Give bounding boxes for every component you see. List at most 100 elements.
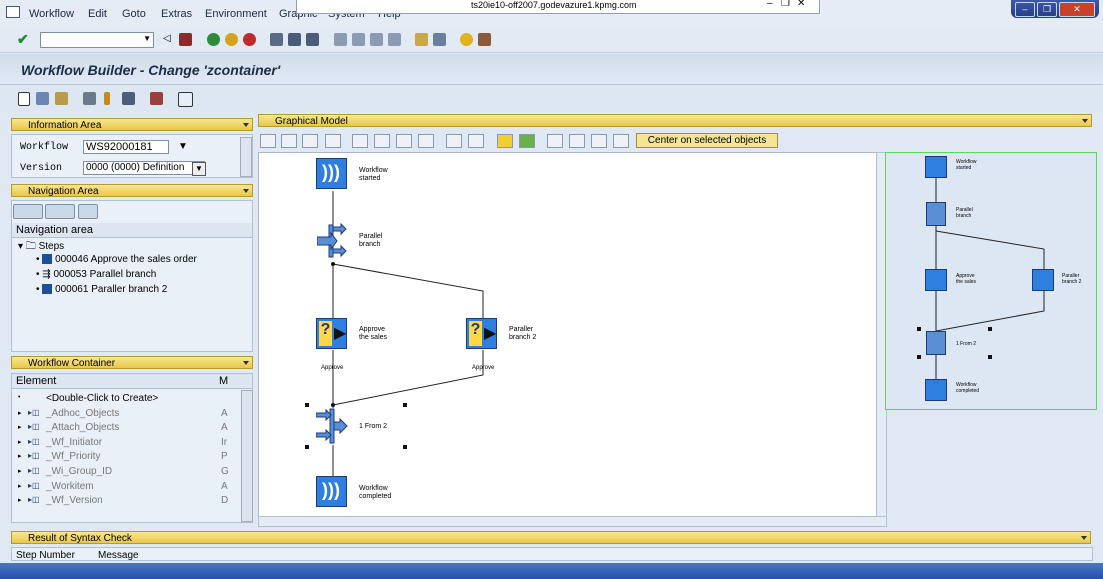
restore-icon[interactable]: ❐ bbox=[781, 0, 790, 9]
close-icon[interactable]: ✕ bbox=[1059, 2, 1095, 17]
restore-icon[interactable]: ❐ bbox=[1037, 2, 1057, 17]
paraller-branch-2-node[interactable]: ? ▶ bbox=[466, 318, 497, 349]
menu-extras[interactable]: Extras bbox=[161, 8, 193, 20]
delete-icon[interactable] bbox=[325, 134, 341, 148]
back-icon[interactable] bbox=[207, 33, 220, 46]
command-field[interactable]: ▼ bbox=[40, 32, 154, 48]
syntax-check-header[interactable]: Result of Syntax Check bbox=[11, 531, 1091, 544]
next-page-icon[interactable] bbox=[370, 33, 383, 46]
navigator-icon[interactable] bbox=[613, 134, 629, 148]
undo-icon[interactable] bbox=[446, 134, 462, 148]
check-icon[interactable] bbox=[497, 134, 513, 148]
arrow-right-icon[interactable] bbox=[45, 204, 75, 219]
zoom-out-icon[interactable] bbox=[591, 134, 607, 148]
edit-pencil-icon[interactable] bbox=[281, 134, 297, 148]
expand-arrow-icon[interactable]: ▸ bbox=[18, 497, 22, 505]
collapse-arrow-icon[interactable] bbox=[243, 123, 249, 127]
expand-arrow-icon[interactable]: ▸ bbox=[18, 482, 22, 490]
workflow-field[interactable]: WS92000181 bbox=[83, 140, 169, 154]
chevron-down-icon[interactable]: ▼ bbox=[192, 162, 206, 176]
scrollbar[interactable] bbox=[241, 390, 253, 522]
menu-workflow[interactable]: Workflow bbox=[29, 8, 75, 20]
sap-menu-icon[interactable] bbox=[6, 6, 20, 18]
list-item[interactable]: • 000061 Paraller branch 2 bbox=[36, 284, 168, 295]
version-select[interactable]: 0000 (0000) Definition bbox=[83, 161, 205, 175]
new-session-icon[interactable] bbox=[415, 33, 428, 46]
close-icon[interactable]: ✕ bbox=[797, 0, 806, 9]
enter-check-icon[interactable]: ✔ bbox=[17, 31, 29, 47]
expand-arrow-icon[interactable]: ▸ bbox=[18, 438, 22, 446]
center-selected-button[interactable]: Center on selected objects bbox=[636, 133, 778, 148]
edit-pencil-icon[interactable] bbox=[55, 92, 68, 105]
parallel-branch-node[interactable] bbox=[316, 222, 347, 259]
new-icon[interactable] bbox=[260, 134, 276, 148]
new-document-icon[interactable] bbox=[18, 92, 30, 106]
list-item[interactable]: • ⇶ 000053 Parallel branch bbox=[36, 269, 157, 280]
overview-icon[interactable] bbox=[519, 134, 535, 148]
menu-environment[interactable]: Environment bbox=[205, 8, 267, 20]
arrow-left-icon[interactable] bbox=[13, 204, 43, 219]
approve-sales-node[interactable]: ? ▶ bbox=[316, 318, 347, 349]
scrollbar[interactable] bbox=[240, 137, 252, 177]
menu-edit[interactable]: Edit bbox=[88, 8, 107, 20]
print-graph-icon[interactable] bbox=[150, 92, 163, 105]
print-icon[interactable] bbox=[270, 33, 283, 46]
overview-panel[interactable]: Workflow started Parallel branch Approve… bbox=[885, 152, 1097, 410]
find-next-icon[interactable] bbox=[306, 33, 319, 46]
graphical-model-header[interactable]: Graphical Model bbox=[258, 114, 1092, 127]
workflow-container-header[interactable]: Workflow Container bbox=[11, 356, 253, 369]
find-icon[interactable] bbox=[288, 33, 301, 46]
frame-icon[interactable] bbox=[178, 92, 193, 107]
last-page-icon[interactable] bbox=[388, 33, 401, 46]
workflow-completed-node[interactable]: ))) bbox=[316, 476, 347, 507]
menu-goto[interactable]: Goto bbox=[122, 8, 146, 20]
activate-icon[interactable] bbox=[122, 92, 135, 105]
hierarchy-icon[interactable] bbox=[36, 92, 49, 105]
first-page-icon[interactable] bbox=[334, 33, 347, 46]
collapse-arrow-icon[interactable] bbox=[243, 361, 249, 365]
layout-menu-icon[interactable] bbox=[478, 33, 491, 46]
info-icon[interactable] bbox=[104, 92, 110, 105]
chevron-down-icon[interactable]: ▼ bbox=[143, 34, 151, 43]
cancel-icon[interactable] bbox=[243, 33, 256, 46]
steps-root-node[interactable]: ▾ 🗀 Steps bbox=[18, 241, 65, 252]
help-icon[interactable] bbox=[460, 33, 473, 46]
tree-layout-icon[interactable] bbox=[78, 204, 98, 219]
expand-arrow-icon[interactable]: ▸ bbox=[18, 409, 22, 417]
minimize-icon[interactable]: – bbox=[1015, 2, 1035, 17]
collapse-arrow-icon[interactable] bbox=[243, 189, 249, 193]
back-triangle-icon[interactable]: ◁ bbox=[163, 33, 171, 44]
zoom-in-icon[interactable] bbox=[569, 134, 585, 148]
change-icon[interactable] bbox=[302, 134, 318, 148]
copy-icon[interactable] bbox=[374, 134, 390, 148]
join-node[interactable] bbox=[315, 407, 348, 445]
exit-icon[interactable] bbox=[225, 33, 238, 46]
previous-page-icon[interactable] bbox=[352, 33, 365, 46]
horizontal-scrollbar[interactable] bbox=[258, 516, 887, 527]
save-icon[interactable] bbox=[179, 33, 192, 46]
expand-arrow-icon[interactable]: ▸ bbox=[18, 453, 22, 461]
insert-icon[interactable] bbox=[418, 134, 434, 148]
shortcut-icon[interactable] bbox=[433, 33, 446, 46]
paste-icon[interactable] bbox=[396, 134, 412, 148]
print-icon[interactable] bbox=[547, 134, 563, 148]
collapse-arrow-icon[interactable] bbox=[1082, 119, 1088, 123]
information-area-header[interactable]: Information Area bbox=[11, 118, 253, 131]
test-icon[interactable] bbox=[83, 92, 96, 105]
expand-arrow-icon[interactable]: ▸ bbox=[18, 424, 22, 432]
minimize-icon[interactable]: – bbox=[767, 0, 773, 9]
navigation-area-header[interactable]: Navigation Area bbox=[11, 184, 253, 197]
list-item[interactable]: • 000046 Approve the sales order bbox=[36, 254, 197, 265]
collapse-arrow-icon[interactable] bbox=[1081, 536, 1087, 540]
expand-arrow-icon[interactable]: ▸ bbox=[18, 468, 22, 475]
dropdown-arrow-icon[interactable]: ▼ bbox=[178, 141, 188, 152]
redo-icon[interactable] bbox=[468, 134, 484, 148]
workflow-started-node[interactable]: ))) bbox=[316, 158, 347, 189]
